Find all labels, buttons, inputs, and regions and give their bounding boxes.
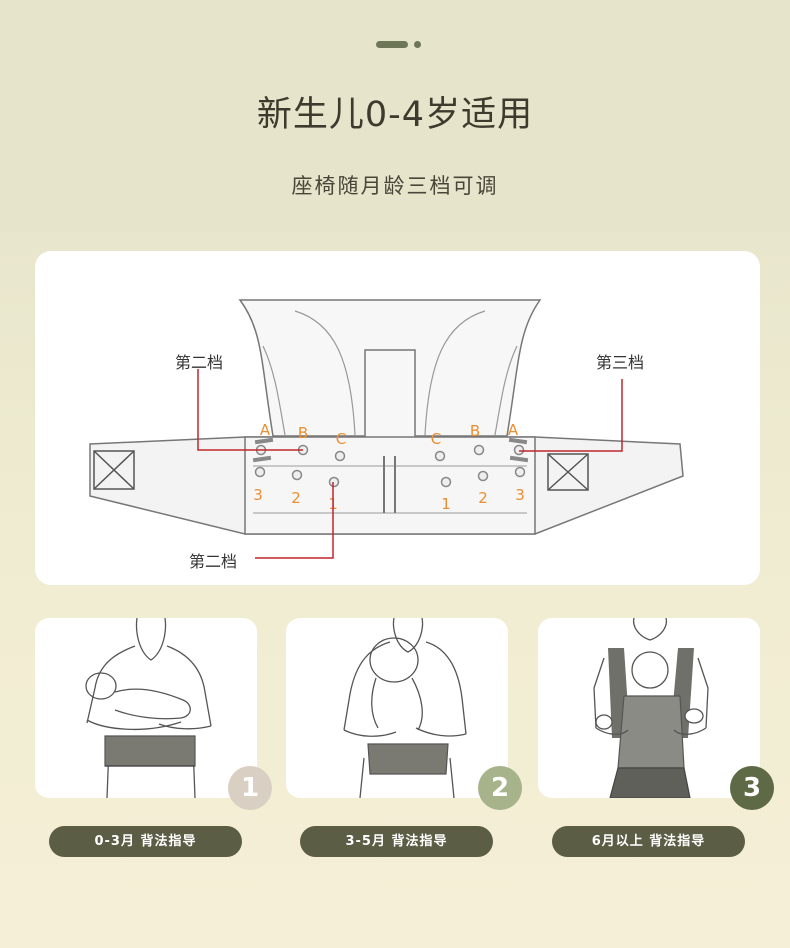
seat-letter-right-b: B	[470, 422, 480, 440]
upright-carry-illustration	[343, 618, 467, 798]
stage-label-2[interactable]: 3-5月 背法指导	[300, 826, 493, 857]
page-title: 新生儿0-4岁适用	[256, 95, 534, 135]
slot-mark-left	[254, 437, 274, 445]
seat-number-left-3: 3	[253, 486, 263, 504]
seat-label-patch	[364, 349, 416, 443]
waist-belt-1	[104, 735, 196, 767]
stage-card-3	[538, 618, 760, 798]
stage-number-badge-1: 1	[228, 766, 272, 810]
waist-belt-2	[367, 743, 449, 775]
callout-bottom: 第二档	[189, 552, 238, 571]
slot-mark-right-lower	[509, 455, 529, 463]
decoration-dot	[414, 41, 421, 48]
callout-lines	[197, 369, 623, 559]
seat-letter-right-c: C	[431, 430, 441, 448]
seat-number-right-1: 1	[441, 495, 451, 513]
seat-fold-left	[262, 345, 286, 436]
seat-letter-left-b: B	[298, 424, 308, 442]
seat-fold-inner-right	[424, 310, 486, 436]
stage-number-badge-3: 3	[730, 766, 774, 810]
seat-fold-inner-left	[294, 310, 356, 436]
waist-belt-3	[609, 767, 691, 798]
seat-fold-right	[494, 345, 518, 436]
decoration-bar	[376, 41, 408, 48]
stage-label-3[interactable]: 6月以上 背法指导	[552, 826, 745, 857]
slot-mark-left-lower	[252, 455, 272, 463]
stage-card-2	[286, 618, 508, 798]
full-carrier-illustration	[593, 618, 709, 798]
seat-number-right-3: 3	[515, 486, 525, 504]
slot-mark-right	[508, 437, 528, 445]
page-subtitle: 座椅随月龄三档可调	[291, 174, 499, 198]
seat-letter-right-a: A	[508, 421, 519, 439]
side-buckle-right-cross	[547, 453, 589, 491]
carrier-panel-3	[617, 695, 685, 769]
seat-adjustment-diagram: A B C C B A 3 2 1 1 2 3 第二档 第三档 第二档	[35, 251, 760, 585]
stage-number-badge-2: 2	[478, 766, 522, 810]
seat-letter-left-a: A	[260, 421, 271, 439]
stage-label-1[interactable]: 0-3月 背法指导	[49, 826, 242, 857]
stage-card-1	[35, 618, 257, 798]
newborn-carry-illustration	[85, 618, 212, 798]
seat-letter-left-c: C	[336, 430, 346, 448]
seat-number-right-2: 2	[478, 489, 488, 507]
waist-seat-drawing: A B C C B A 3 2 1 1 2 3	[89, 299, 684, 559]
snap-buttons	[254, 444, 526, 488]
callout-right-top: 第三档	[596, 353, 645, 372]
side-buckle-left-cross	[93, 450, 135, 490]
header-band	[0, 0, 790, 232]
callout-left-top: 第二档	[175, 353, 224, 372]
hip-seat-body	[244, 436, 536, 535]
seat-number-left-2: 2	[291, 489, 301, 507]
